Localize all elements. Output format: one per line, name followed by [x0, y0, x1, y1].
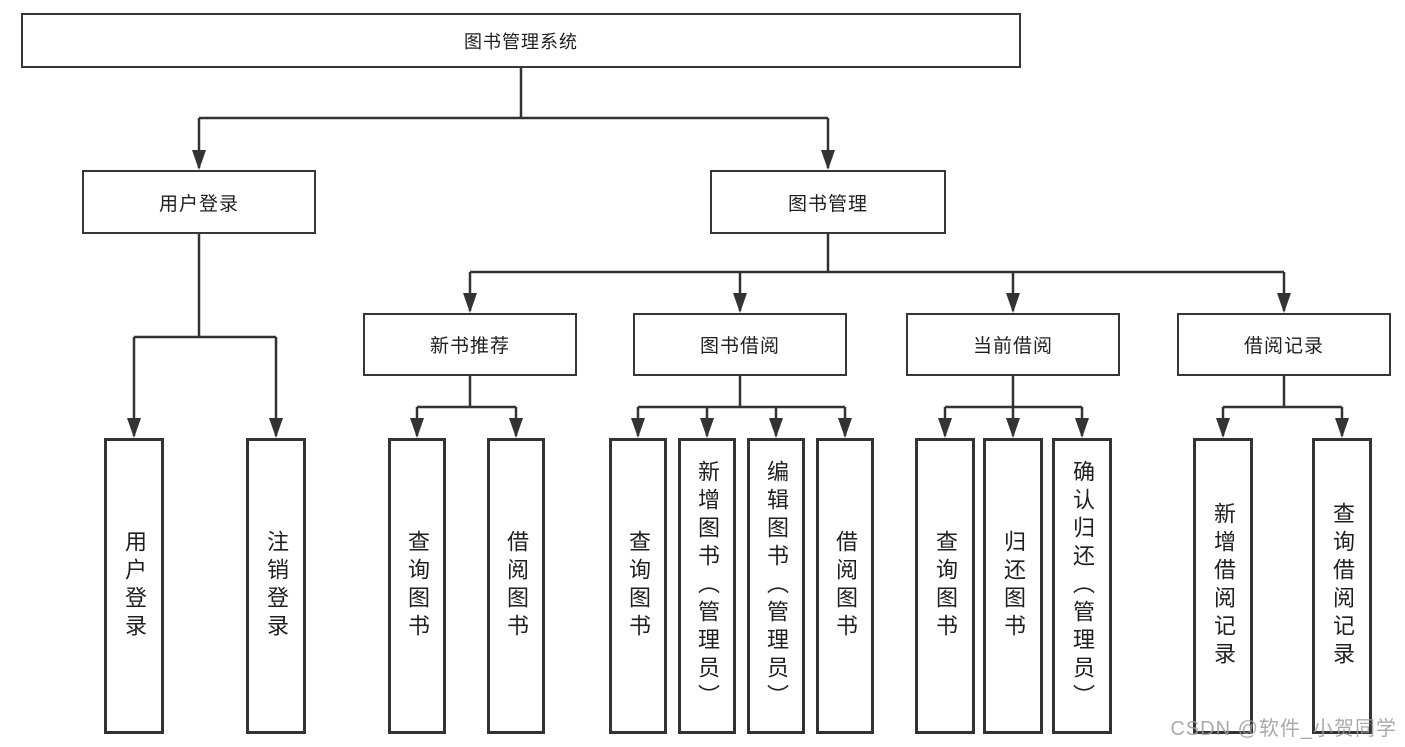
node-label: 新增图书（管理员）	[695, 460, 720, 712]
leaf-recommend-query-books: 查询图书	[388, 438, 446, 734]
node-library-management-system: 图书管理系统	[21, 13, 1021, 68]
node-label: 查询图书	[626, 530, 651, 642]
leaf-borrow-edit-books-admin: 编辑图书（管理员）	[747, 438, 805, 734]
node-label: 借阅图书	[504, 530, 529, 642]
node-label: 注销登录	[264, 530, 289, 642]
leaf-records-add-borrow-record: 新增借阅记录	[1193, 438, 1253, 734]
leaf-borrow-add-books-admin: 新增图书（管理员）	[678, 438, 736, 734]
leaf-borrow-query-books: 查询图书	[609, 438, 667, 734]
leaf-records-query-borrow-record: 查询借阅记录	[1312, 438, 1372, 734]
node-label: 查询图书	[405, 530, 430, 642]
leaf-borrow-borrow-books: 借阅图书	[816, 438, 874, 734]
node-label: 借阅图书	[833, 530, 858, 642]
node-label: 查询图书	[933, 530, 958, 642]
node-current-borrowing: 当前借阅	[906, 313, 1120, 376]
node-label: 确认归还（管理员）	[1070, 460, 1095, 712]
node-label: 用户登录	[158, 193, 239, 215]
leaf-current-confirm-return-admin: 确认归还（管理员）	[1052, 438, 1112, 734]
node-label: 当前借阅	[972, 336, 1053, 357]
node-user-login: 用户登录	[82, 170, 316, 234]
node-label: 借阅记录	[1243, 336, 1324, 357]
leaf-recommend-borrow-books: 借阅图书	[487, 438, 545, 734]
node-label: 归还图书	[1001, 530, 1026, 642]
node-label: 新增借阅记录	[1211, 502, 1236, 670]
leaf-current-return-books: 归还图书	[983, 438, 1043, 734]
leaf-logout-login: 注销登录	[246, 438, 306, 734]
node-label: 新书推荐	[429, 336, 510, 357]
node-label: 图书借阅	[699, 336, 780, 357]
node-label: 图书管理	[787, 193, 868, 215]
node-new-book-recommendation: 新书推荐	[363, 313, 577, 376]
node-book-management: 图书管理	[710, 170, 946, 234]
leaf-current-query-books: 查询图书	[915, 438, 975, 734]
node-label: 图书管理系统	[464, 31, 578, 52]
node-label: 用户登录	[122, 530, 147, 642]
node-label: 查询借阅记录	[1330, 502, 1355, 670]
leaf-user-login: 用户登录	[104, 438, 164, 734]
node-borrowing-records: 借阅记录	[1177, 313, 1391, 376]
node-label: 编辑图书（管理员）	[764, 460, 789, 712]
node-book-borrowing: 图书借阅	[633, 313, 847, 376]
